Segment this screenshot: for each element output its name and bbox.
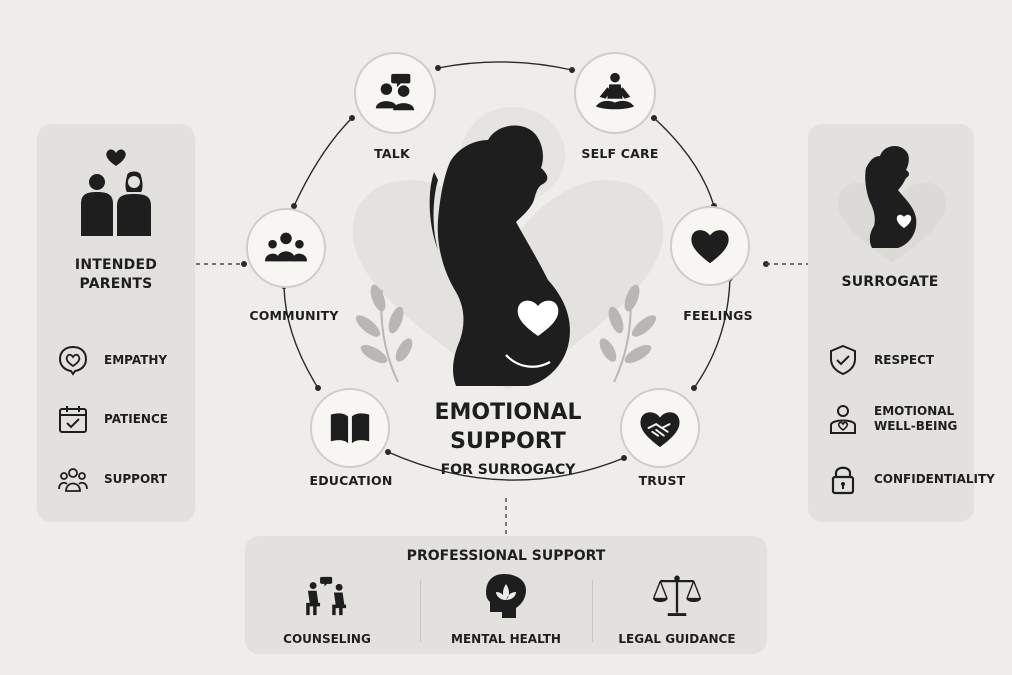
counseling-icon: [306, 576, 347, 616]
main-subtitle: FOR SURROGACY: [440, 462, 576, 478]
open-book-icon: [330, 413, 370, 444]
ring-node-community: [246, 208, 326, 288]
intended-item-label: SUPPORT: [104, 471, 168, 486]
intended-parents-title: INTENDED PARENTS: [74, 257, 158, 292]
surrogate-panel: SURROGATE: [808, 124, 974, 522]
professional-item-label: MENTAL HEALTH: [451, 632, 561, 646]
pregnant-woman-icon: [837, 145, 947, 262]
professional-item-label: LEGAL GUIDANCE: [618, 632, 736, 646]
ring-node-self-care: [574, 52, 656, 134]
mind-lotus-icon: [486, 574, 526, 618]
intended-item-patience: PATIENCE: [56, 402, 168, 436]
people-chat-icon: [375, 73, 415, 111]
lock-icon: [831, 466, 855, 495]
intended-item-label: PATIENCE: [104, 411, 168, 426]
ring-node-education: [310, 388, 390, 468]
surrogate-item-emotional-well-being: EMOTIONAL WELL-BEING: [826, 402, 957, 436]
ring-label-community: COMMUNITY: [249, 308, 339, 323]
group-icon: [264, 232, 308, 262]
surrogate-item-label: CONFIDENTIALITY: [874, 471, 995, 486]
ring-label-education: EDUCATION: [309, 473, 393, 488]
ring-label-feelings: FEELINGS: [683, 308, 753, 323]
ring-node-talk: [354, 52, 436, 134]
ring-label-self-care: SELF CARE: [581, 146, 659, 161]
ring-label-talk: TALK: [374, 146, 410, 161]
surrogate-item-respect: RESPECT: [826, 343, 934, 377]
heart-icon: [691, 230, 729, 264]
ring-node-trust: [620, 388, 700, 468]
surrogate-item-label: RESPECT: [874, 352, 935, 367]
group-outline-icon: [58, 468, 88, 492]
couple-heart-icon: [81, 149, 151, 236]
professional-item-legal-guidance: LEGAL GUIDANCE: [592, 572, 762, 646]
professional-item-label: COUNSELING: [283, 632, 371, 646]
shield-check-icon: [830, 344, 856, 376]
professional-support-title: PROFESSIONAL SUPPORT: [406, 548, 606, 564]
surrogate-item-label: EMOTIONAL WELL-BEING: [874, 404, 958, 433]
scales-icon: [652, 575, 702, 616]
calendar-check-icon: [59, 406, 87, 433]
center-illustration: [352, 107, 664, 390]
handshake-heart-icon: [640, 412, 680, 448]
intended-item-support: SUPPORT: [56, 462, 167, 496]
intended-parents-panel: INTENDED PARENTS: [37, 124, 195, 522]
ring-label-trust: TRUST: [638, 473, 686, 488]
divider: [420, 580, 421, 642]
intended-item-empathy: EMPATHY: [56, 343, 167, 377]
main-title: EMOTIONAL SUPPORT: [434, 400, 582, 454]
surrogate-title: SURROGATE: [841, 274, 939, 290]
heart-bubble-icon: [58, 345, 88, 376]
professional-item-mental-health: MENTAL HEALTH: [421, 572, 591, 646]
professional-item-counseling: COUNSELING: [242, 572, 412, 646]
belly-heart-icon: [517, 300, 559, 336]
divider: [592, 580, 593, 642]
meditation-icon: [595, 72, 635, 110]
ring-node-feelings: [670, 206, 750, 286]
intended-item-label: EMPATHY: [104, 352, 168, 367]
person-heart-icon: [830, 405, 856, 434]
surrogate-item-confidentiality: CONFIDENTIALITY: [826, 462, 995, 496]
